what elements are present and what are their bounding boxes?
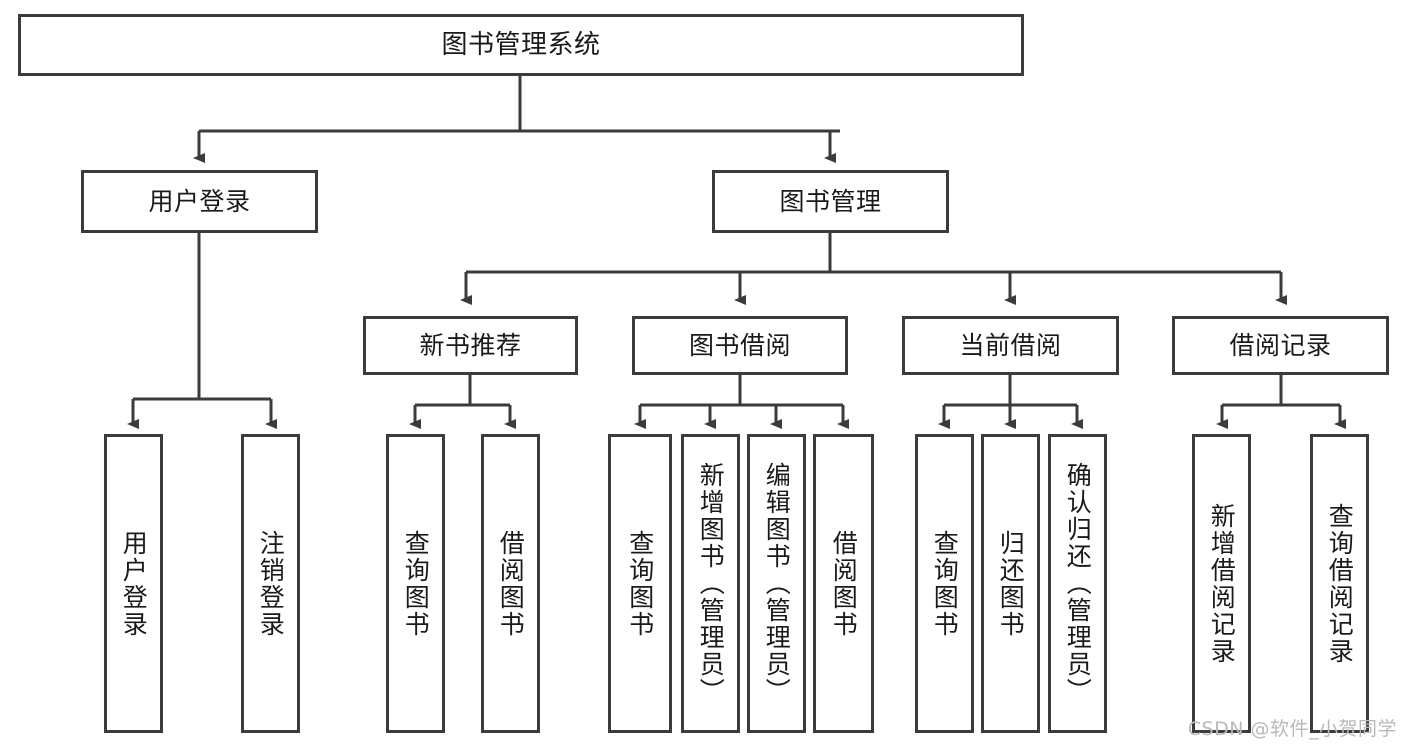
node-new-book-recommend[interactable]: 新书推荐 — [363, 316, 578, 375]
leaf-record-add-borrow-record[interactable]: 新增借阅记录 — [1192, 434, 1251, 733]
node-current-borrow[interactable]: 当前借阅 — [902, 316, 1119, 375]
leaf-current-confirm-return-admin[interactable]: 确认归还（管理员） — [1048, 434, 1107, 733]
node-book-borrow[interactable]: 图书借阅 — [632, 316, 848, 375]
leaf-new-book-borrow[interactable]: 借阅图书 — [481, 434, 540, 733]
node-root-system[interactable]: 图书管理系统 — [18, 14, 1024, 76]
leaf-user-login-login[interactable]: 用户登录 — [104, 434, 163, 733]
leaf-borrow-add-book-admin[interactable]: 新增图书（管理员） — [681, 434, 740, 733]
leaf-borrow-borrow-book[interactable]: 借阅图书 — [813, 434, 874, 733]
leaf-new-book-query[interactable]: 查询图书 — [386, 434, 445, 733]
leaf-user-login-logout[interactable]: 注销登录 — [241, 434, 300, 733]
csdn-watermark: CSDN @软件_小贺同学 — [1187, 718, 1397, 740]
leaf-record-query-borrow-record[interactable]: 查询借阅记录 — [1310, 434, 1369, 733]
leaf-current-query-book[interactable]: 查询图书 — [915, 434, 974, 733]
node-borrow-record[interactable]: 借阅记录 — [1172, 316, 1389, 375]
node-user-login[interactable]: 用户登录 — [81, 170, 318, 233]
leaf-current-return-book[interactable]: 归还图书 — [981, 434, 1040, 733]
leaf-borrow-query-book[interactable]: 查询图书 — [608, 434, 672, 733]
node-book-management[interactable]: 图书管理 — [712, 170, 949, 233]
leaf-borrow-edit-book-admin[interactable]: 编辑图书（管理员） — [747, 434, 806, 733]
